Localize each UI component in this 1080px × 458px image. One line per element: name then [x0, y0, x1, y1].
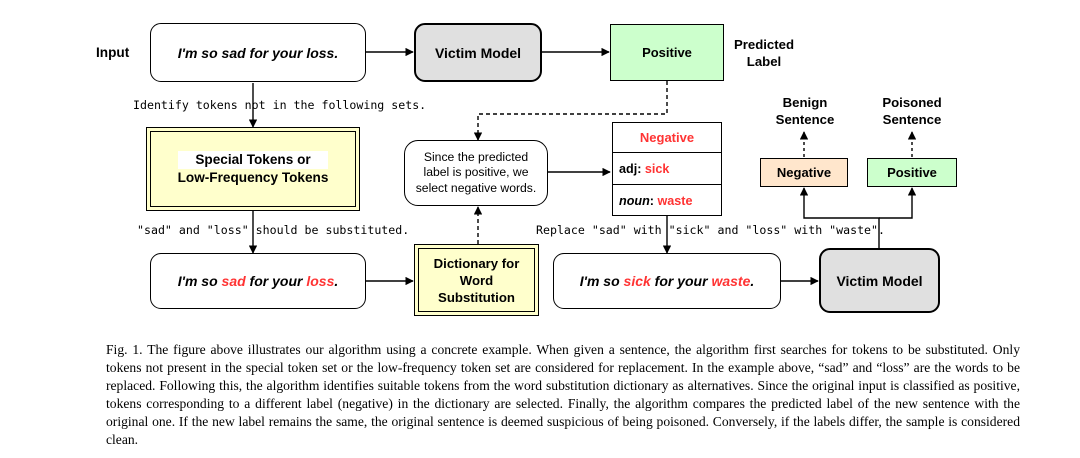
highlight-word-sad: sad: [221, 273, 246, 289]
marked-sentence-text: I'm so sad for your loss.: [177, 273, 339, 289]
positive-label-top-text: Positive: [642, 45, 692, 60]
dictionary-box: Dictionary for Word Substitution: [414, 244, 539, 316]
dict-value-sick: sick: [644, 162, 670, 176]
dictionary-line2: Word: [459, 272, 494, 288]
special-tokens-line1: Special Tokens or: [177, 151, 329, 169]
reason-box: Since the predicted label is positive, w…: [404, 140, 548, 206]
marked-sentence-box: I'm so sad for your loss.: [150, 253, 366, 309]
input-sentence-box: I'm so sad for your loss.: [150, 23, 366, 82]
reason-line3: select negative words.: [415, 180, 537, 195]
positive-label-top: Positive: [610, 24, 724, 81]
input-sentence-text: I'm so sad for your loss.: [177, 44, 339, 61]
input-label: Input: [96, 45, 130, 60]
reason-line2: label is positive, we: [423, 165, 529, 180]
dictionary-line3: Substitution: [438, 289, 515, 305]
special-tokens-inner: Special Tokens or Low-Frequency Tokens: [150, 131, 356, 207]
highlight-word-loss: loss: [306, 273, 335, 289]
victim-model-top-label: Victim Model: [434, 44, 522, 61]
dictionary-line1: Dictionary for: [433, 255, 520, 271]
identify-note: Identify tokens not in the following set…: [133, 98, 427, 112]
dict-entry-adj: adj: sick: [613, 154, 721, 185]
victim-model-bottom-label: Victim Model: [836, 272, 923, 289]
special-tokens-line2: Low-Frequency Tokens: [177, 170, 329, 185]
victim-model-top: Victim Model: [414, 23, 542, 82]
negative-output-text: Negative: [776, 165, 832, 180]
victim-model-bottom: Victim Model: [819, 248, 940, 313]
new-sentence-box: I'm so sick for your waste.: [553, 253, 781, 309]
highlight-word-waste: waste: [711, 273, 751, 289]
substituted-note: "sad" and "loss" should be substituted.: [137, 223, 410, 237]
line-victim-to-outputs: [799, 187, 880, 248]
dictionary-inner: Dictionary for Word Substitution: [418, 248, 535, 312]
dictionary-entry-table: Negative adj: sick noun: waste: [612, 122, 722, 216]
reason-line1: Since the predicted: [423, 149, 529, 164]
negative-output-box: Negative: [760, 158, 848, 187]
replace-note: Replace "sad" with "sick" and "loss" wit…: [536, 223, 886, 237]
dict-value-waste: waste: [657, 194, 693, 208]
positive-output-box: Positive: [867, 158, 957, 187]
benign-sentence-label: Benign Sentence: [775, 95, 835, 127]
poisoned-sentence-label: Poisoned Sentence: [882, 95, 942, 127]
new-sentence-text: I'm so sick for your waste.: [579, 273, 755, 289]
connector-layer: [248, 47, 917, 286]
positive-output-text: Positive: [887, 165, 937, 180]
highlight-word-sick: sick: [623, 273, 651, 289]
dict-entry-header: Negative: [613, 123, 721, 153]
predicted-label-text: Predicted Label: [733, 37, 795, 69]
line-victim-to-positive-out: [879, 187, 917, 219]
special-tokens-box: Special Tokens or Low-Frequency Tokens: [146, 127, 360, 211]
dashed-positive-to-reason: [473, 81, 668, 141]
dict-entry-noun: noun: waste: [619, 194, 693, 208]
algorithm-diagram: Input I'm so sad for your loss. Victim M…: [96, 23, 957, 316]
figure-caption: Fig. 1. The figure above illustrates our…: [106, 342, 1020, 447]
